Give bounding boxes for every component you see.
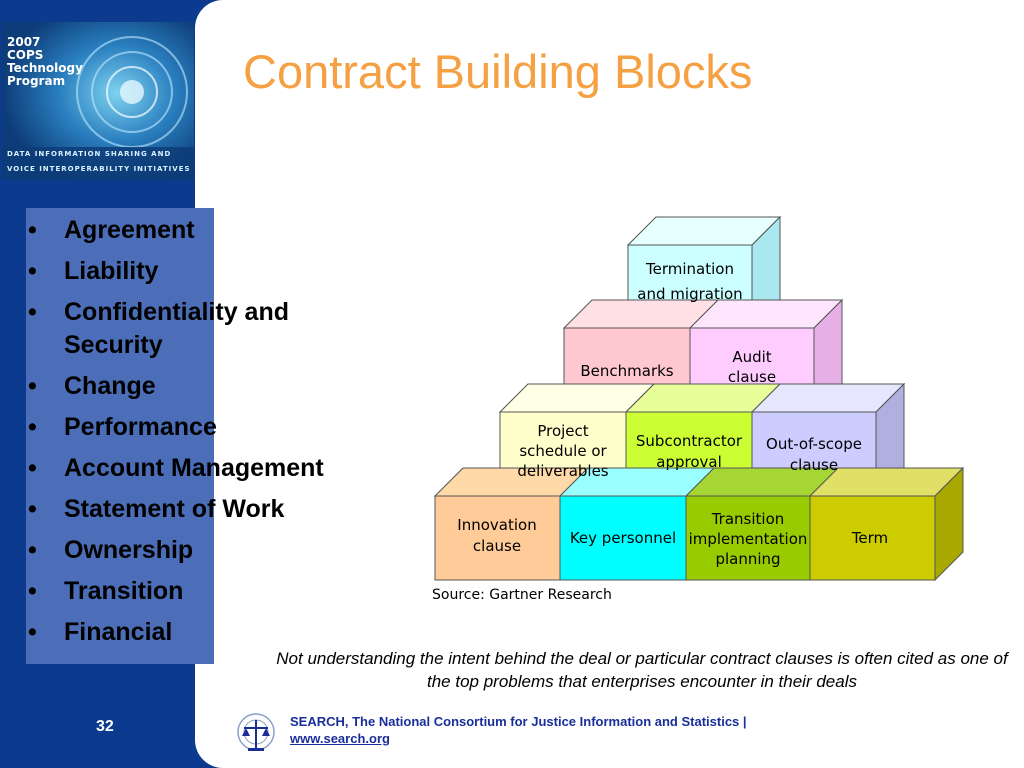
transition-plan-label-1: Transition — [711, 510, 785, 528]
footer: SEARCH, The National Consortium for Just… — [290, 713, 747, 747]
out-of-scope-label-2: clause — [790, 456, 838, 474]
block-innovation — [433, 467, 590, 581]
subcontractor-label-2: approval — [656, 453, 722, 471]
list-item: •Ownership — [28, 536, 194, 564]
innovation-label-2: clause — [473, 537, 521, 555]
logo-title: 2007 COPS Technology Program — [7, 35, 83, 88]
logo-graphic — [2, 22, 194, 180]
list-item: •Account Management — [28, 454, 324, 482]
cops-program-logo: 2007 COPS Technology Program DATA INFORM… — [2, 22, 194, 180]
block-term — [808, 466, 965, 582]
project-label-1: Project — [537, 422, 588, 440]
termination-label-1: Termination — [645, 260, 734, 278]
list-item: •Performance — [28, 413, 217, 441]
slide-title: Contract Building Blocks — [243, 45, 753, 98]
benchmarks-label: Benchmarks — [580, 362, 673, 380]
list-item: •Financial — [28, 618, 173, 646]
out-of-scope-label-1: Out-of-scope — [766, 435, 862, 453]
block-transition-plan — [684, 467, 840, 581]
audit-label-2: clause — [728, 368, 776, 386]
source-caption: Source: Gartner Research — [432, 587, 612, 603]
term-label: Term — [851, 529, 888, 547]
project-label-2: schedule or — [519, 442, 607, 460]
logo-subtitle-2: VOICE INTEROPERABILITY INITIATIVES — [7, 165, 191, 173]
list-item: •Liability — [28, 257, 159, 285]
page-number: 32 — [96, 718, 114, 735]
bullet-list: •Agreement •Liability •Confidentiality a… — [28, 214, 324, 657]
transition-plan-label-2: implementation — [689, 530, 808, 548]
list-item: •Agreement — [28, 216, 195, 244]
footer-website-link[interactable]: www.search.org — [290, 731, 390, 746]
logo-subtitle-1: DATA INFORMATION SHARING AND — [7, 150, 172, 158]
termination-label-2: and migration — [637, 285, 742, 303]
transition-plan-label-3: planning — [715, 550, 780, 568]
block-key-personnel — [558, 467, 716, 581]
justice-scale-icon — [237, 713, 275, 751]
bullet-highlight-box — [26, 208, 214, 664]
quote-text: Not understanding the intent behind the … — [276, 649, 1008, 691]
list-item: •Change — [28, 372, 156, 400]
key-personnel-label: Key personnel — [570, 529, 676, 547]
innovation-label-1: Innovation — [457, 516, 536, 534]
list-item: •Transition — [28, 577, 184, 605]
footer-org-name: SEARCH, The National Consortium for Just… — [290, 714, 747, 729]
project-label-3: deliverables — [517, 462, 608, 480]
audit-label-1: Audit — [732, 348, 771, 366]
building-blocks-diagram: Termination and migration Benchmarks Aud… — [432, 215, 965, 603]
list-item: •Statement of Work — [28, 495, 285, 523]
subcontractor-label-1: Subcontractor — [636, 432, 743, 450]
